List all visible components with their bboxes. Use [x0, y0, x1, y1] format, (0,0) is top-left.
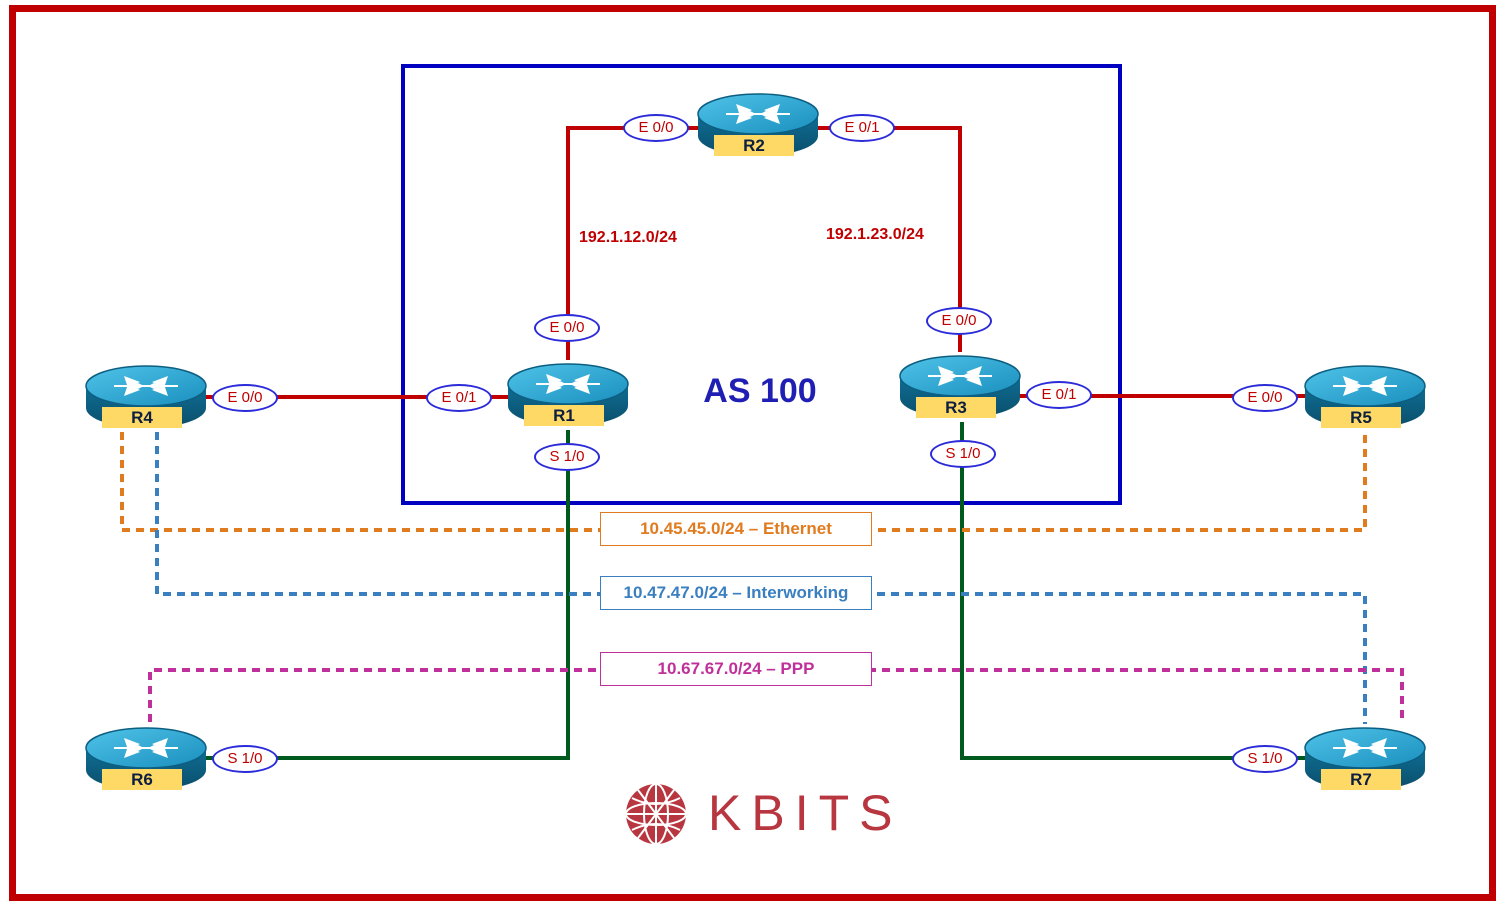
net-ppp-label: 10.67.67.0/24 – PPP [600, 652, 872, 686]
iface-r3-s10: S 1/0 [930, 440, 996, 468]
router-r6[interactable]: R6 [84, 724, 208, 794]
net-ethernet-label: 10.45.45.0/24 – Ethernet [600, 512, 872, 546]
router-r3[interactable]: R3 [898, 352, 1022, 422]
router-r1[interactable]: R1 [506, 360, 630, 430]
iface-r3-e00: E 0/0 [926, 307, 992, 335]
as-label: AS 100 [703, 372, 817, 410]
router-label-r6: R6 [102, 769, 182, 790]
kbits-logo: KBITS [624, 782, 892, 846]
link-r3-r7 [960, 422, 1306, 760]
iface-r4-e00: E 0/0 [212, 384, 278, 412]
link-r1-r6 [205, 430, 570, 760]
iface-r7-s10: S 1/0 [1232, 745, 1298, 773]
iface-r6-s10: S 1/0 [212, 745, 278, 773]
router-label-r3: R3 [916, 397, 996, 418]
iface-r1-e01: E 0/1 [426, 384, 492, 412]
globe-icon [625, 783, 687, 845]
router-label-r2: R2 [714, 135, 794, 156]
iface-r5-e00: E 0/0 [1232, 384, 1298, 412]
logo-text: KBITS [708, 785, 903, 841]
iface-r3-e01: E 0/1 [1026, 381, 1092, 409]
outer-frame [9, 5, 1496, 901]
router-r7[interactable]: R7 [1303, 724, 1427, 794]
as-100-boundary [401, 64, 1122, 505]
subnet-r2-r3: 192.1.23.0/24 [826, 226, 924, 243]
router-r4[interactable]: R4 [84, 362, 208, 432]
router-label-r7: R7 [1321, 769, 1401, 790]
router-label-r4: R4 [102, 407, 182, 428]
subnet-r1-r2: 192.1.12.0/24 [579, 229, 677, 246]
router-label-r5: R5 [1321, 407, 1401, 428]
router-label-r1: R1 [524, 405, 604, 426]
iface-r1-e00: E 0/0 [534, 314, 600, 342]
router-r2[interactable]: R2 [696, 90, 820, 160]
iface-r1-s10: S 1/0 [534, 443, 600, 471]
net-interworking-label: 10.47.47.0/24 – Interworking [600, 576, 872, 610]
router-r5[interactable]: R5 [1303, 362, 1427, 432]
iface-r2-e00: E 0/0 [623, 114, 689, 142]
iface-r2-e01: E 0/1 [829, 114, 895, 142]
net-interworking-line [155, 432, 1367, 724]
